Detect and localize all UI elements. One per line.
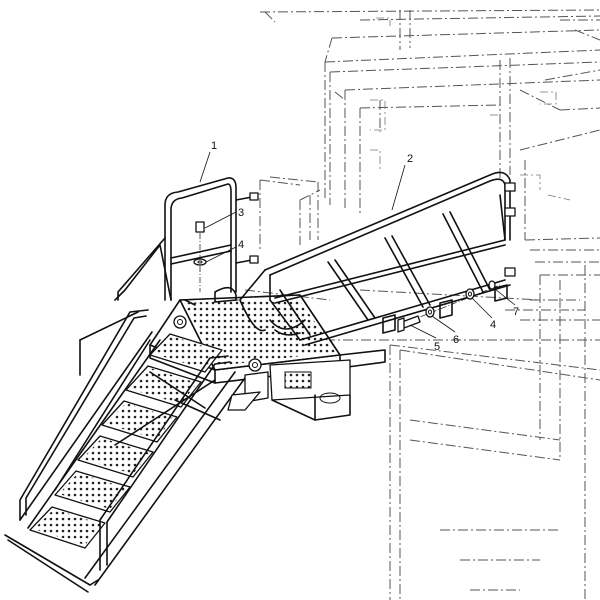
stair-tread-5 [125, 365, 202, 408]
mount-tab-mid [504, 207, 516, 217]
callout-leaders [199, 151, 516, 339]
part-5-bolt [401, 315, 421, 329]
callout-4-upper: 4 [238, 239, 244, 251]
stairway-assembly [4, 309, 269, 593]
hinge-pin-left [173, 315, 187, 329]
callout-1: 1 [211, 140, 217, 152]
callout-7: 7 [513, 306, 519, 318]
part-4-washer-lower [465, 288, 475, 300]
stair-tread-6 [149, 333, 223, 373]
stair-tread-3 [77, 435, 154, 478]
stair-tread-4 [101, 400, 178, 443]
callout-5: 5 [434, 341, 440, 353]
mount-tab-upper [504, 182, 516, 192]
callout-3: 3 [238, 207, 244, 219]
clamp-upper [249, 192, 259, 201]
part-4-washer-upper [193, 258, 207, 266]
part-1-short-handrail [114, 177, 259, 306]
hardware-lower-bolt-group [397, 280, 501, 333]
part-7-spacer [488, 280, 496, 290]
mount-tab-lower [504, 267, 516, 277]
clamp-lower [249, 255, 259, 264]
hinge-pin-right [248, 358, 262, 372]
part-3-bolt [195, 221, 205, 233]
stair-tread-1 [29, 506, 106, 549]
callout-4-lower: 4 [490, 319, 496, 331]
callout-6: 6 [453, 334, 459, 346]
part-6-nut [425, 306, 435, 318]
callout-2: 2 [407, 153, 413, 165]
phantom-machine-body [244, 9, 600, 600]
